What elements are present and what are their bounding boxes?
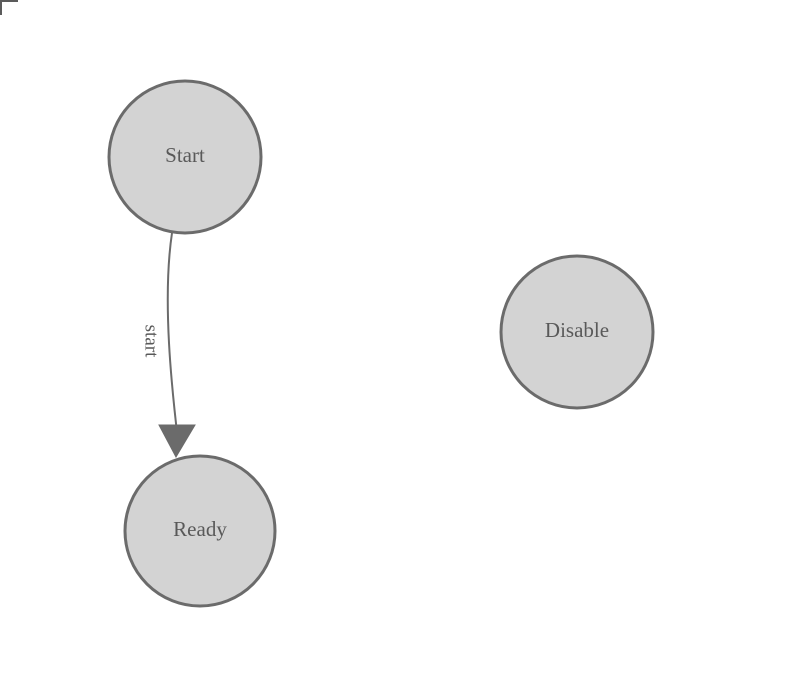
node-disable-circle[interactable] [499,254,655,410]
node-ready-circle[interactable] [123,454,277,608]
node-start-label: Start [165,143,205,167]
node-ready[interactable]: Ready [123,454,277,608]
node-ready-label: Ready [173,517,227,541]
edge-line[interactable] [166,232,179,442]
node-disable-label: Disable [545,318,609,342]
edge-label-start: start [141,325,162,358]
arrowhead-icon [158,424,196,459]
node-start[interactable]: Start [107,79,263,235]
node-disable[interactable]: Disable [499,254,655,410]
edge-label-group: start [141,325,162,358]
edge-start-to-ready[interactable]: start [141,232,196,459]
node-start-circle[interactable] [107,79,263,235]
